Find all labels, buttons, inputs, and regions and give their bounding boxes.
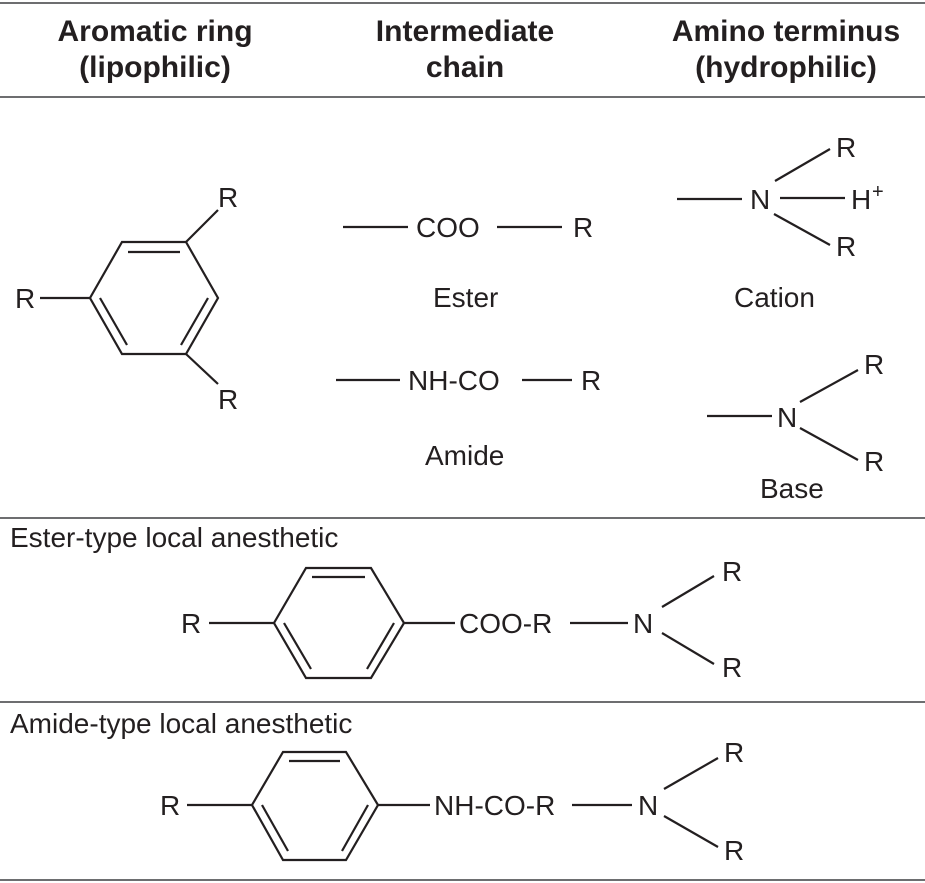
base-n: N xyxy=(777,402,797,433)
ester-type-r-left: R xyxy=(181,608,201,639)
amide-type-r-bottom: R xyxy=(724,835,744,866)
header-intermediate-chain: Intermediate chain xyxy=(340,14,590,86)
ester-type-r-top: R xyxy=(722,556,742,587)
header-aromatic-line1: Aromatic ring xyxy=(57,15,253,48)
amide-type-structure: R NH-CO-R N R R xyxy=(160,737,744,866)
ester-chain-structure: COO R Ester xyxy=(343,212,593,313)
ester-label: Ester xyxy=(433,282,498,313)
amide-chain-structure: NH-CO R Amide xyxy=(336,365,601,471)
double-bond-left xyxy=(99,297,128,346)
amide-type-double-right xyxy=(341,804,369,852)
ester-type-bond-r-bottom xyxy=(661,632,715,665)
amide-type-bond-r-bottom xyxy=(663,815,719,848)
amide-type-r-top: R xyxy=(724,737,744,768)
ester-type-n: N xyxy=(633,608,653,639)
section-rule-amide xyxy=(0,701,925,703)
amide-r: R xyxy=(581,365,601,396)
ester-type-double-left xyxy=(283,622,312,670)
cation-h: H xyxy=(851,184,871,215)
amide-type-r-left: R xyxy=(160,790,180,821)
amide-type-bond-r-top xyxy=(663,757,719,790)
ester-type-double-right xyxy=(366,622,395,670)
ester-r: R xyxy=(573,212,593,243)
header-intermediate-line2: chain xyxy=(425,51,505,84)
section-rule-ester xyxy=(0,517,925,519)
header-amino-line2: (hydrophilic) xyxy=(695,51,877,84)
ester-type-structure: R COO-R N R R xyxy=(181,556,742,683)
cation-charge: + xyxy=(872,181,884,203)
base-bond-r-bottom xyxy=(799,427,859,461)
header-aromatic-line2: (lipophilic) xyxy=(79,51,231,84)
double-bond-right xyxy=(180,297,209,346)
r-bottom: R xyxy=(218,384,238,415)
header-intermediate-line1: Intermediate xyxy=(375,15,555,48)
aromatic-ring-structure: R R R xyxy=(15,182,238,415)
cation-bond-r-bottom xyxy=(773,213,831,246)
cation-structure: N H + R R Cation xyxy=(677,132,884,313)
base-bond-r-top xyxy=(799,369,859,403)
ester-type-title: Ester-type local anesthetic xyxy=(10,522,339,553)
ester-type-benzene-ring xyxy=(272,566,406,680)
r-left: R xyxy=(15,283,35,314)
amide-type-benzene-ring xyxy=(250,750,380,862)
ester-type-bond-r-top xyxy=(661,575,715,608)
amide-label: Amide xyxy=(425,440,504,471)
amide-group: NH-CO xyxy=(408,365,500,396)
base-r-top: R xyxy=(864,349,884,380)
cation-n: N xyxy=(750,184,770,215)
bond-r-top xyxy=(185,209,219,243)
amide-type-n: N xyxy=(638,790,658,821)
header-aromatic-ring: Aromatic ring (lipophilic) xyxy=(30,14,280,86)
base-label: Base xyxy=(760,473,824,504)
amide-type-linker: NH-CO-R xyxy=(434,790,555,821)
header-amino-terminus: Amino terminus (hydrophilic) xyxy=(655,14,917,86)
amide-type-double-left xyxy=(261,804,289,852)
r-top: R xyxy=(218,182,238,213)
cation-label: Cation xyxy=(734,282,815,313)
header-amino-line1: Amino terminus xyxy=(671,15,901,48)
benzene-ring xyxy=(88,240,220,356)
cation-bond-r-top xyxy=(774,148,831,182)
cation-r-bottom: R xyxy=(836,231,856,262)
ester-type-r-bottom: R xyxy=(722,652,742,683)
header-rule xyxy=(0,96,925,98)
top-rule xyxy=(0,2,925,4)
base-structure: N R R Base xyxy=(707,349,884,504)
bottom-rule xyxy=(0,879,925,881)
cation-r-top: R xyxy=(836,132,856,163)
ester-type-linker: COO-R xyxy=(459,608,552,639)
bond-r-bottom xyxy=(185,353,219,385)
amide-type-title: Amide-type local anesthetic xyxy=(10,708,353,739)
ester-group: COO xyxy=(416,212,480,243)
base-r-bottom: R xyxy=(864,446,884,477)
